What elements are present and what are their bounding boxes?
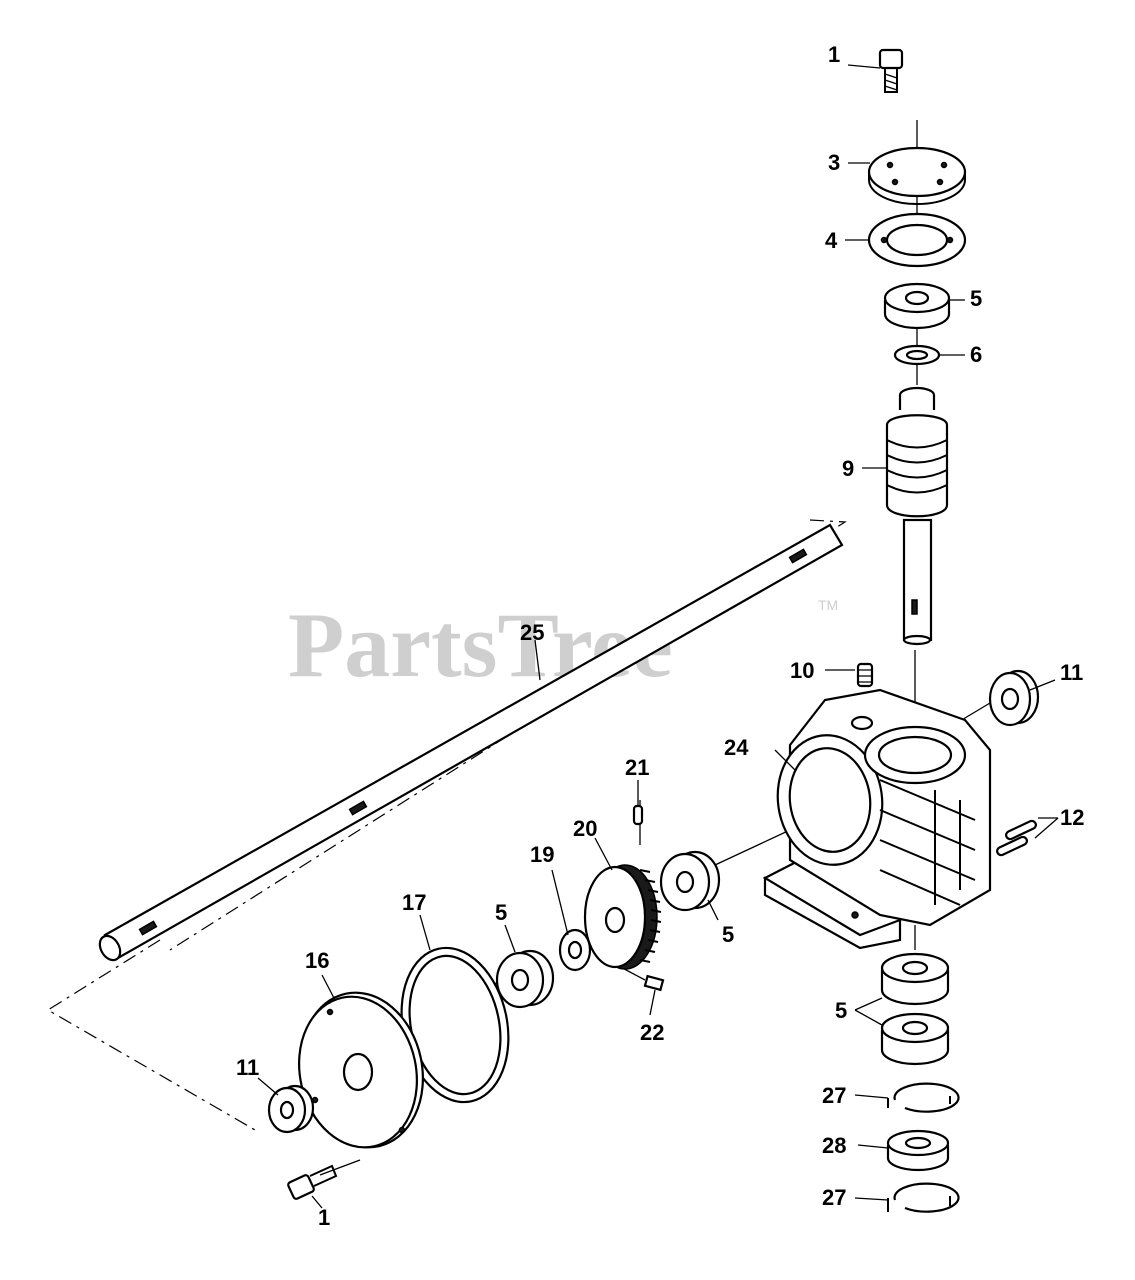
callout-25: 25: [520, 620, 544, 645]
callout-9: 9: [842, 456, 854, 481]
part-snap-ring-upper: [887, 1082, 960, 1113]
part-bolt-top: [878, 48, 904, 93]
part-bearing-lower-2: [880, 1012, 950, 1066]
callout-12: 12: [1060, 805, 1084, 830]
callout-5-mid: 5: [495, 900, 507, 925]
callout-20: 20: [573, 816, 597, 841]
callout-19: 19: [530, 842, 554, 867]
part-worm-gear: [583, 864, 662, 970]
part-gasket-ring: [400, 946, 510, 1104]
part-pins: [996, 819, 1037, 857]
part-key: [643, 974, 665, 992]
part-gasket: [867, 212, 967, 268]
part-plug: [856, 662, 874, 688]
part-bushing-left: [267, 1084, 315, 1134]
part-bearing-lower-1: [880, 952, 950, 1006]
callout-22: 22: [640, 1020, 664, 1045]
callout-21: 21: [625, 755, 649, 780]
part-long-shaft: [98, 523, 844, 962]
callout-5-lower: 5: [835, 998, 847, 1023]
callout-5-top: 5: [970, 286, 982, 311]
part-set-screw: [632, 804, 644, 826]
callout-1-top: 1: [828, 42, 840, 67]
callout-labels: 1 3 4 5 6 9 10 11 12 24 25 21 20 19 5 5 …: [236, 42, 1084, 1230]
part-bearing-mid: [495, 949, 555, 1009]
part-gear-housing: [762, 688, 992, 950]
part-bolt-bottom: [287, 1164, 338, 1200]
callout-24: 24: [724, 735, 749, 760]
callout-27-lower: 27: [822, 1185, 846, 1210]
part-cap: [867, 146, 967, 205]
part-snap-ring-lower: [887, 1182, 960, 1213]
part-bearing-right: [988, 669, 1040, 727]
part-bearing-28: [886, 1129, 950, 1172]
callout-1-bottom: 1: [318, 1205, 330, 1230]
part-washer-top: [893, 344, 941, 366]
callout-3: 3: [828, 150, 840, 175]
callout-17: 17: [402, 890, 426, 915]
watermark-trademark: TM: [818, 597, 838, 613]
callout-5-right: 5: [722, 922, 734, 947]
watermark-text: PartsTree: [288, 594, 673, 696]
callout-16: 16: [305, 948, 329, 973]
part-worm-shaft: [885, 386, 949, 646]
leader-lines: [257, 64, 1059, 1209]
part-washer-mid: [558, 928, 592, 972]
callout-6: 6: [970, 342, 982, 367]
part-bearing-top: [883, 282, 951, 330]
callout-28: 28: [822, 1133, 846, 1158]
callout-10: 10: [790, 658, 814, 683]
part-bearing-mid-right: [659, 850, 721, 912]
callout-11-left: 11: [236, 1055, 259, 1080]
callout-4: 4: [825, 228, 838, 253]
callout-27-upper: 27: [822, 1083, 846, 1108]
callout-11-right: 11: [1060, 660, 1083, 685]
part-cover-plate: [298, 991, 424, 1149]
